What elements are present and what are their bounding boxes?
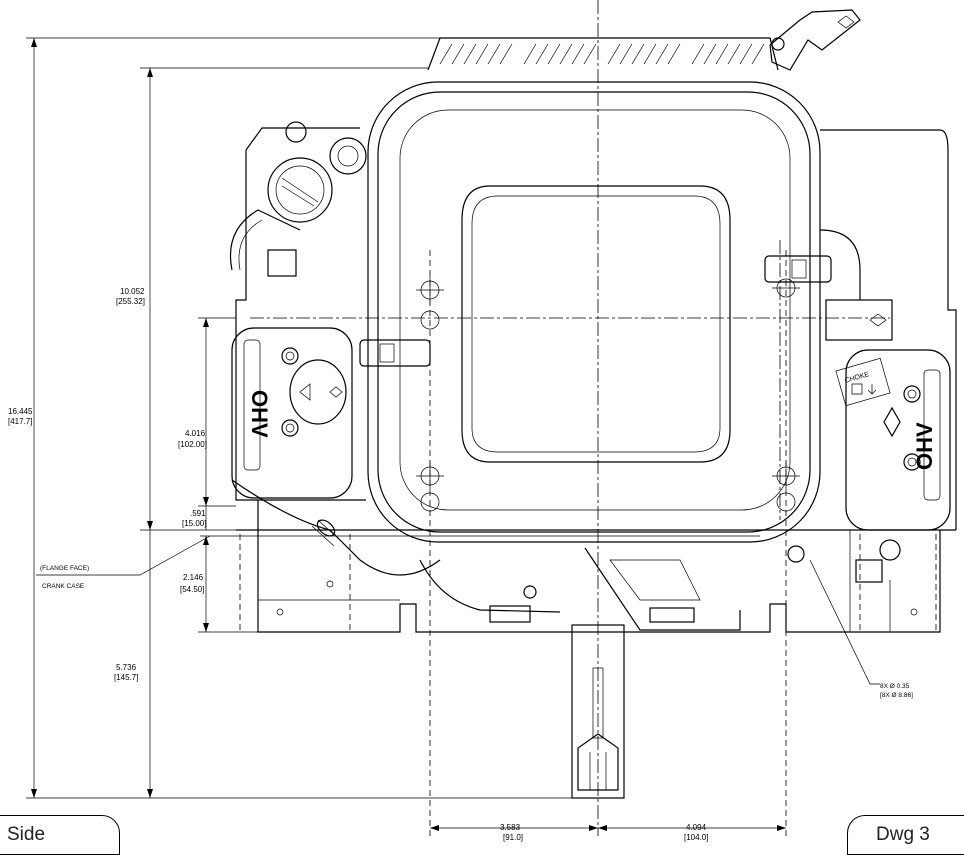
dim-shaft-length-mm: [145.7]: [114, 673, 138, 682]
view-tab-drawing[interactable]: Dwg 3: [847, 815, 964, 855]
view-tab-side-label: Side: [7, 824, 46, 845]
dimension-lines: [26, 37, 880, 831]
dimension-labels: 16.445 [417.7] 10.052 [255.32] 4.016 [10…: [8, 287, 913, 842]
dim-overall-height-mm: [417.7]: [8, 417, 32, 426]
crank-case-label: CRANK CASE: [42, 583, 85, 590]
ohv-left-label: OHV: [247, 390, 272, 438]
dim-cover-height-mm: [102.00]: [178, 440, 207, 449]
dim-top-height-inch: 10.052: [120, 287, 145, 296]
dim-cover-height-inch: 4.016: [185, 429, 206, 438]
dim-left-width-inch: 3.583: [500, 823, 521, 832]
dim-top-height-mm: [255.32]: [116, 297, 145, 306]
holes-inch-label: 8X Ø 0.35: [880, 683, 910, 690]
engine-outline: OHV OHV CHOKE: [229, 9, 957, 799]
dim-left-width-mm: [91.0]: [503, 833, 523, 842]
mounting-holes: [200, 250, 937, 836]
dim-overall-height-inch: 16.445: [8, 407, 33, 416]
dim-flange-offset-mm: [15.00]: [182, 519, 206, 528]
dim-right-width-mm: [104.0]: [684, 833, 708, 842]
choke-label: CHOKE: [844, 371, 870, 385]
dim-shaft-length-inch: 5.736: [116, 663, 137, 672]
dim-flange-offset-inch: .591: [190, 509, 206, 518]
dim-right-width-inch: 4.094: [686, 823, 707, 832]
flange-face-label: (FLANGE FACE): [40, 565, 89, 572]
dim-crank-height-mm: [54.50]: [180, 585, 204, 594]
view-tab-drawing-label: Dwg 3: [876, 824, 930, 845]
holes-mm-label: [8X Ø 8.86]: [880, 692, 913, 699]
dim-crank-height-inch: 2.146: [183, 573, 204, 582]
view-tab-side[interactable]: Side: [0, 815, 120, 855]
center-lines: [250, 0, 890, 836]
